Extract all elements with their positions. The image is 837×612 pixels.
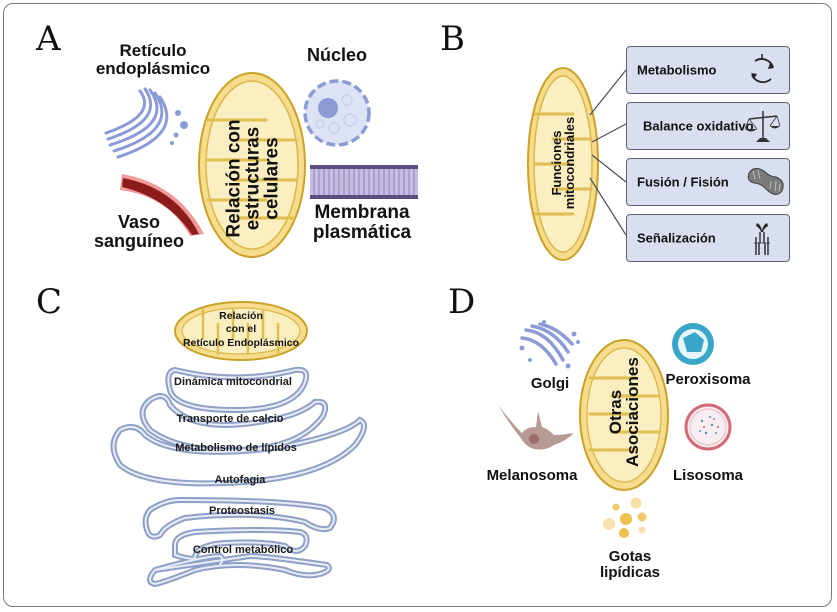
plasma-membrane-icon [310,165,418,199]
panel-a-center-line3: celulares [261,137,283,220]
panel-letter-c: C [36,282,63,322]
panel-d-center-line1: Otras [606,389,625,435]
function-label: Balance oxidativo [643,118,754,134]
er-label-line2: endoplásmico [95,58,211,78]
endoplasmic-reticulum-icon [110,366,367,588]
blood-vessel-label-line2: sanguíneo [93,230,184,251]
golgi-icon [519,320,580,369]
er-function-label: Metabolismo de lípidos [175,442,297,454]
panel-letter-d: D [448,282,476,322]
panel-c-top-line1: Relación [219,310,263,322]
panel-b-center-label: Funciones mitocondriales [549,98,577,228]
mitochondrion-icon [747,167,784,195]
membrane-label-line1: Membrana [314,202,410,223]
blood-vessel-icon [120,174,204,236]
panel-d-center-line2: Asociaciones [623,357,642,467]
function-label: Fusión / Fisión [637,174,729,190]
golgi-label: Golgi [530,375,570,392]
lysosome-label: Lisosoma [672,467,744,484]
endoplasmic-reticulum-icon [104,87,188,159]
mitochondrion-icon [198,72,306,258]
mitochondrion-icon [174,301,308,361]
lysosome-icon [684,403,732,451]
panel-d-center-label: Otras Asociaciones [606,342,642,482]
er-function-label: Control metabólico [192,544,294,556]
er-function-label: Proteostasis [208,505,276,517]
panel-a-center-line2: estructuras [242,126,264,231]
function-box-signaling: Señalización [626,214,790,262]
panel-c-top-label: Relación con el Retículo Endoplásmico [163,310,319,350]
panel-a-center-label: Relación con estructuras celulares [223,94,283,264]
er-label: Retículo endoplásmico [78,42,228,78]
function-label: Señalización [637,230,716,246]
blood-vessel-label: Vaso sanguíneo [84,213,194,251]
lipid-droplets-label-line2: lipídicas [599,563,661,581]
nucleus-label: Núcleo [306,45,367,65]
lipid-droplets-icon [603,497,647,538]
function-box-oxidative-balance: Balance oxidativo [626,102,790,150]
lipid-droplets-label-line1: Gotas [608,548,652,565]
blood-vessel-label-line1: Vaso [117,212,161,232]
panel-a-center-line1: Relación con [223,119,245,238]
er-function-label: Transporte de calcio [176,413,284,425]
mitochondrion-icon [527,67,599,261]
lipid-droplets-label: Gotas lipídicas [590,549,670,581]
panel-c-top-line2: con el [225,323,257,336]
melanosome-label: Melanosoma [486,467,578,484]
function-label: Metabolismo [637,62,717,78]
function-box-metabolism: Metabolismo [626,46,790,94]
receptor-icon [754,223,770,255]
er-label-line1: Retículo [119,41,187,60]
panel-b-center-line2: mitocondriales [562,116,577,210]
panel-letter-a: A [36,19,61,59]
panel-c-top-line3: Retículo Endoplásmico [182,336,300,349]
balance-scale-icon [744,111,781,142]
peroxisome-label: Peroxisoma [665,371,751,388]
melanocyte-icon [498,405,574,450]
membrane-label: Membrana plasmática [306,203,418,243]
function-box-fusion-fission: Fusión / Fisión [626,158,790,206]
er-function-label: Dinámica mitocondrial [174,376,292,388]
cycle-arrows-icon [751,54,774,83]
membrane-label-line2: plasmática [312,221,412,243]
connector-lines [589,69,627,236]
peroxisome-icon [672,323,714,365]
nucleus-icon [303,79,371,147]
mitochondrion-icon [579,339,669,491]
panel-letter-b: B [440,19,465,59]
er-function-label: Autofagia [214,474,266,486]
